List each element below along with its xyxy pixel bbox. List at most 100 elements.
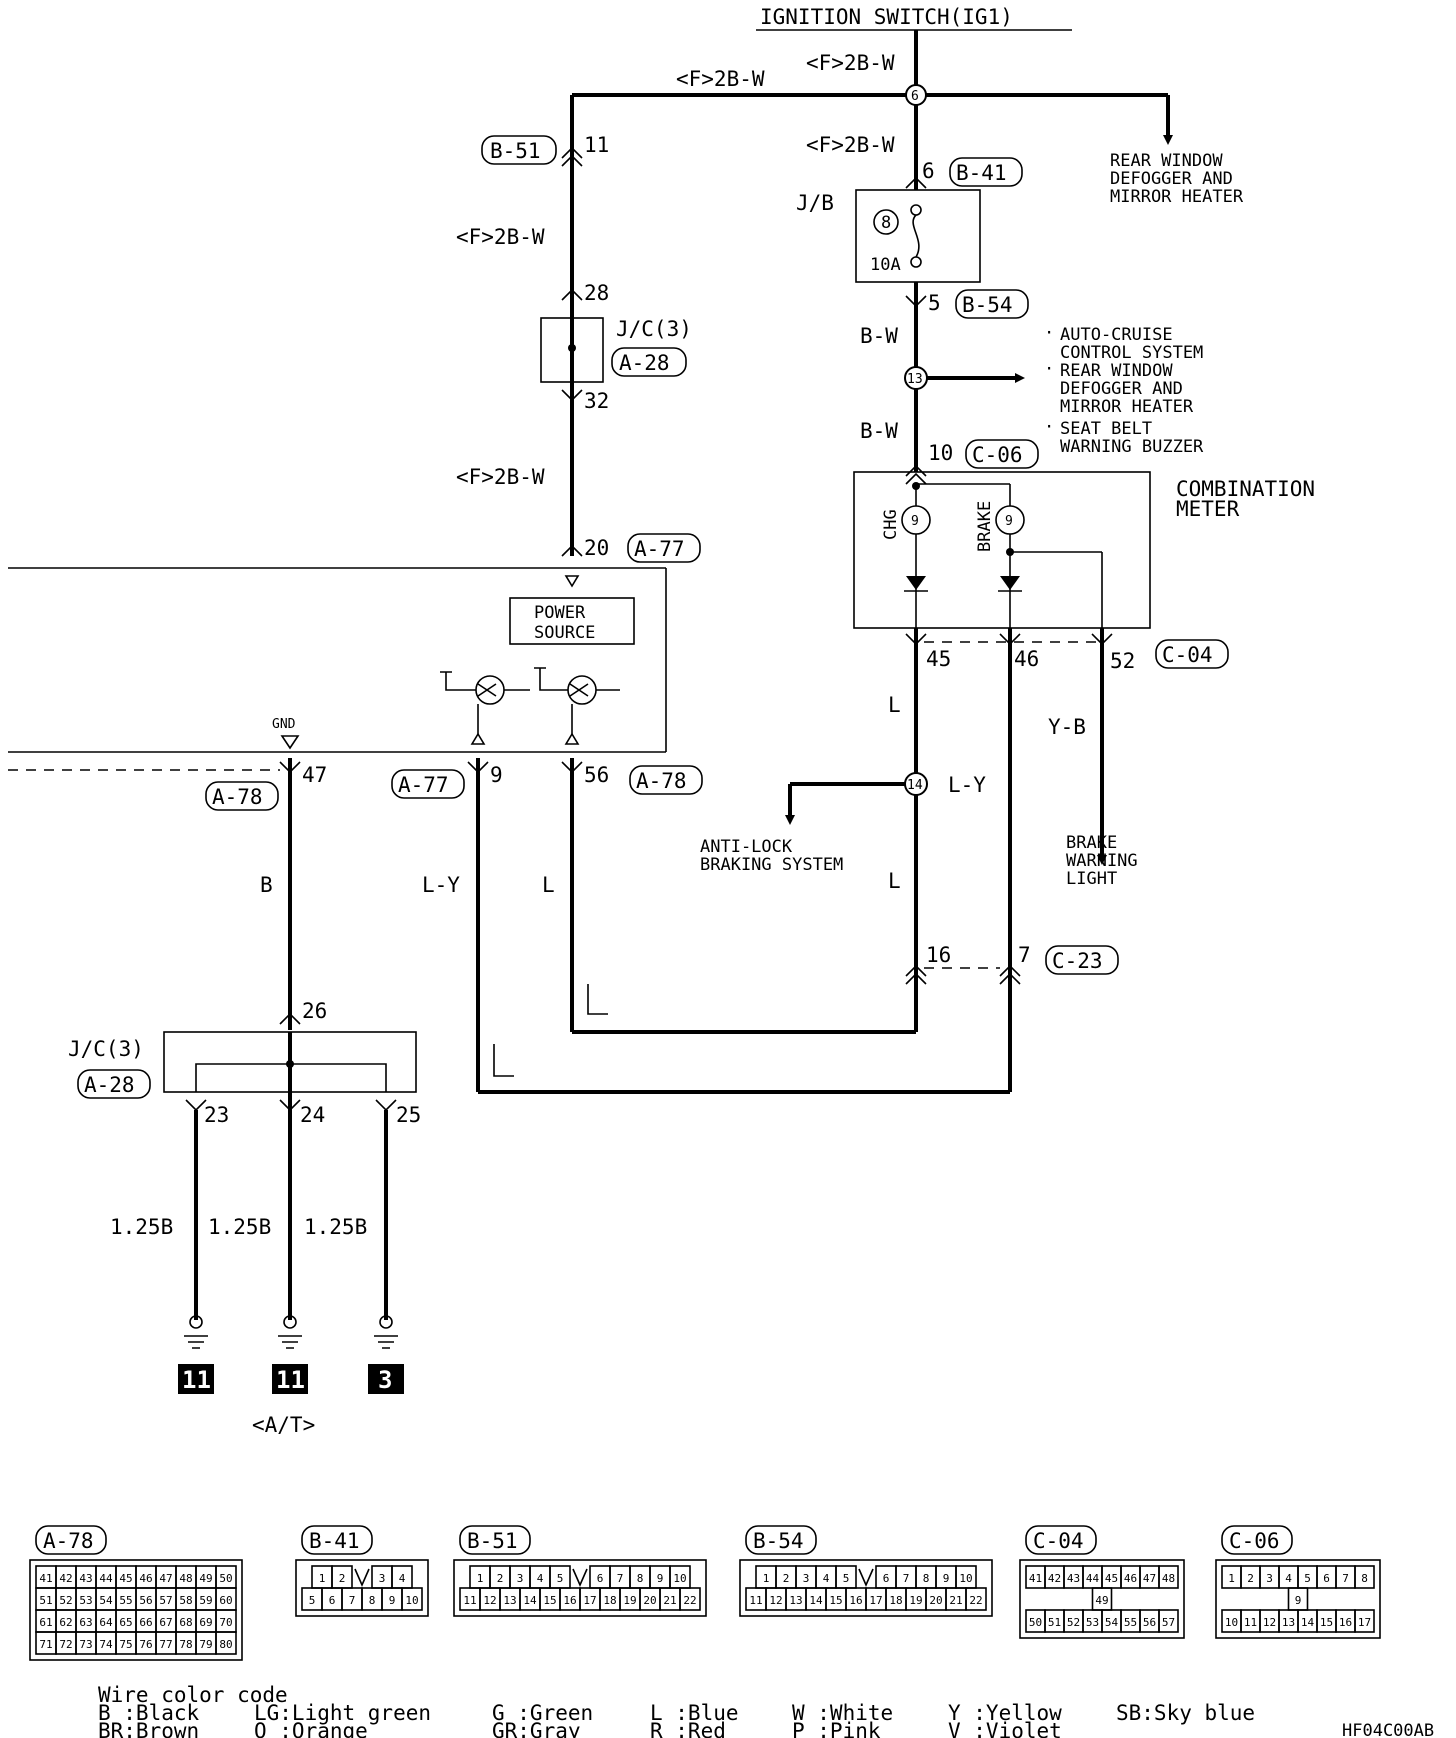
legend-o: O :Orange bbox=[254, 1719, 368, 1738]
svg-text:9: 9 bbox=[911, 514, 919, 529]
figure-code: HF04C00AB bbox=[1342, 1721, 1434, 1738]
connector-pin: 54 bbox=[1105, 1616, 1119, 1629]
connector-pin: 18 bbox=[889, 1594, 902, 1607]
legend-y: Y :Yellow bbox=[948, 1701, 1062, 1725]
connector-pin: 17 bbox=[869, 1594, 882, 1607]
connector-pin: 5 bbox=[557, 1572, 564, 1585]
svg-text:J/B: J/B bbox=[796, 191, 834, 215]
connector-a77-pin20: 20 A-77 bbox=[561, 533, 701, 563]
auto-cruise-label: AUTO-CRUISE bbox=[1060, 325, 1173, 345]
svg-text:13: 13 bbox=[907, 372, 923, 387]
legend-w: W :White bbox=[792, 1701, 893, 1725]
connector-pin: 6 bbox=[597, 1572, 604, 1585]
connector-pin: 10 bbox=[959, 1572, 972, 1585]
rear-defogger-label: REAR WINDOW bbox=[1110, 151, 1223, 171]
connector-pin: 8 bbox=[369, 1594, 376, 1607]
connector-pin: 8 bbox=[1361, 1572, 1368, 1585]
connector-pin: 44 bbox=[99, 1572, 113, 1585]
connector-pin: 64 bbox=[99, 1616, 113, 1629]
svg-text:16: 16 bbox=[926, 943, 951, 967]
svg-text:·: · bbox=[1044, 417, 1054, 437]
connector-pin: 15 bbox=[829, 1594, 842, 1607]
svg-text:A-28: A-28 bbox=[84, 1073, 135, 1097]
connector-pin: 12 bbox=[769, 1594, 782, 1607]
connector-pin: 4 bbox=[537, 1572, 544, 1585]
connector-c23-pins: 16 7 C-23 bbox=[493, 943, 1119, 1077]
connector-pin: 47 bbox=[159, 1572, 172, 1585]
connector-pin: 45 bbox=[119, 1572, 132, 1585]
connector-pin: 20 bbox=[929, 1594, 942, 1607]
connector-pin: 16 bbox=[849, 1594, 862, 1607]
svg-text:11: 11 bbox=[584, 133, 609, 157]
connector-pin: 1 bbox=[1228, 1572, 1235, 1585]
svg-text:L: L bbox=[542, 873, 555, 897]
connector-pin: 78 bbox=[179, 1638, 192, 1651]
legend-lg: LG:Light green bbox=[254, 1701, 431, 1725]
svg-text:B: B bbox=[260, 873, 273, 897]
ecu-pins: 47 A-78 9 A-77 56 A-78 bbox=[205, 761, 703, 811]
main-wiring bbox=[194, 30, 1173, 1320]
svg-text:WARNING: WARNING bbox=[1066, 851, 1138, 871]
svg-text:B-54: B-54 bbox=[962, 293, 1013, 317]
svg-text:L-Y: L-Y bbox=[948, 773, 986, 797]
svg-text:14: 14 bbox=[907, 778, 923, 793]
wire-labels: <F>2B-W <F>2B-W <F>2B-W <F>2B-W <F>2B-W … bbox=[110, 51, 1086, 1239]
svg-text:C-23: C-23 bbox=[1052, 949, 1103, 973]
svg-text:J/C(3): J/C(3) bbox=[616, 317, 692, 341]
connector-pin: 49 bbox=[199, 1572, 212, 1585]
svg-text:1.25B: 1.25B bbox=[208, 1215, 271, 1239]
svg-text:<F>2B-W: <F>2B-W bbox=[806, 133, 895, 157]
connector-view-name: C-04 bbox=[1033, 1529, 1084, 1553]
connector-pin: 2 bbox=[783, 1572, 790, 1585]
svg-text:MIRROR HEATER: MIRROR HEATER bbox=[1110, 187, 1244, 207]
svg-text:9: 9 bbox=[490, 763, 503, 787]
svg-text:46: 46 bbox=[1014, 647, 1039, 671]
legend-br: BR:Brown bbox=[98, 1719, 199, 1738]
svg-text:L: L bbox=[888, 869, 901, 893]
legend-l: L :Blue bbox=[650, 1701, 739, 1725]
svg-text:A-78: A-78 bbox=[636, 769, 687, 793]
svg-text:8: 8 bbox=[881, 213, 891, 233]
connector-pin: 6 bbox=[1323, 1572, 1330, 1585]
svg-text:DEFOGGER AND: DEFOGGER AND bbox=[1110, 169, 1233, 189]
connector-pin: 54 bbox=[99, 1594, 113, 1607]
connector-pin: 13 bbox=[1282, 1616, 1295, 1629]
svg-text:DEFOGGER AND: DEFOGGER AND bbox=[1060, 379, 1183, 399]
svg-text:REAR WINDOW: REAR WINDOW bbox=[1060, 361, 1173, 381]
connector-pin: 69 bbox=[199, 1616, 212, 1629]
power-source-label: POWER bbox=[534, 603, 586, 623]
combination-meter: 10 C-06 9 9 CHG BRAKE COMBINATION METER bbox=[853, 439, 1315, 629]
svg-text:1.25B: 1.25B bbox=[304, 1215, 367, 1239]
connector-pin: 8 bbox=[637, 1572, 644, 1585]
connector-pin: 57 bbox=[159, 1594, 172, 1607]
svg-text:25: 25 bbox=[396, 1103, 421, 1127]
connector-pin: 5 bbox=[843, 1572, 850, 1585]
ground-11-a: 11 bbox=[182, 1366, 211, 1394]
connector-pin: 56 bbox=[1143, 1616, 1156, 1629]
connector-pin: 77 bbox=[159, 1638, 172, 1651]
svg-text:47: 47 bbox=[302, 763, 327, 787]
connector-pin: 48 bbox=[1162, 1572, 1175, 1585]
connector-pin: 4 bbox=[399, 1572, 406, 1585]
connector-pin: 42 bbox=[1048, 1572, 1061, 1585]
connector-pin: 6 bbox=[883, 1572, 890, 1585]
connector-pin: 45 bbox=[1105, 1572, 1118, 1585]
connector-view-name: B-41 bbox=[309, 1529, 360, 1553]
connector-pin: 7 bbox=[349, 1594, 356, 1607]
svg-text:<F>2B-W: <F>2B-W bbox=[676, 67, 765, 91]
svg-text:24: 24 bbox=[300, 1103, 325, 1127]
svg-text:J/C(3): J/C(3) bbox=[68, 1037, 144, 1061]
connector-pin: 9 bbox=[657, 1572, 664, 1585]
svg-text:SOURCE: SOURCE bbox=[534, 623, 595, 643]
svg-text:26: 26 bbox=[302, 999, 327, 1023]
legend-g: G :Green bbox=[492, 1701, 593, 1725]
connector-pin: 13 bbox=[503, 1594, 516, 1607]
svg-text:10: 10 bbox=[928, 441, 953, 465]
svg-text:9: 9 bbox=[1005, 514, 1013, 529]
connector-pin: 50 bbox=[1029, 1616, 1042, 1629]
legend-sb: SB:Sky blue bbox=[1116, 1701, 1255, 1725]
connector-pin: 19 bbox=[909, 1594, 922, 1607]
connector-pin: 20 bbox=[643, 1594, 656, 1607]
